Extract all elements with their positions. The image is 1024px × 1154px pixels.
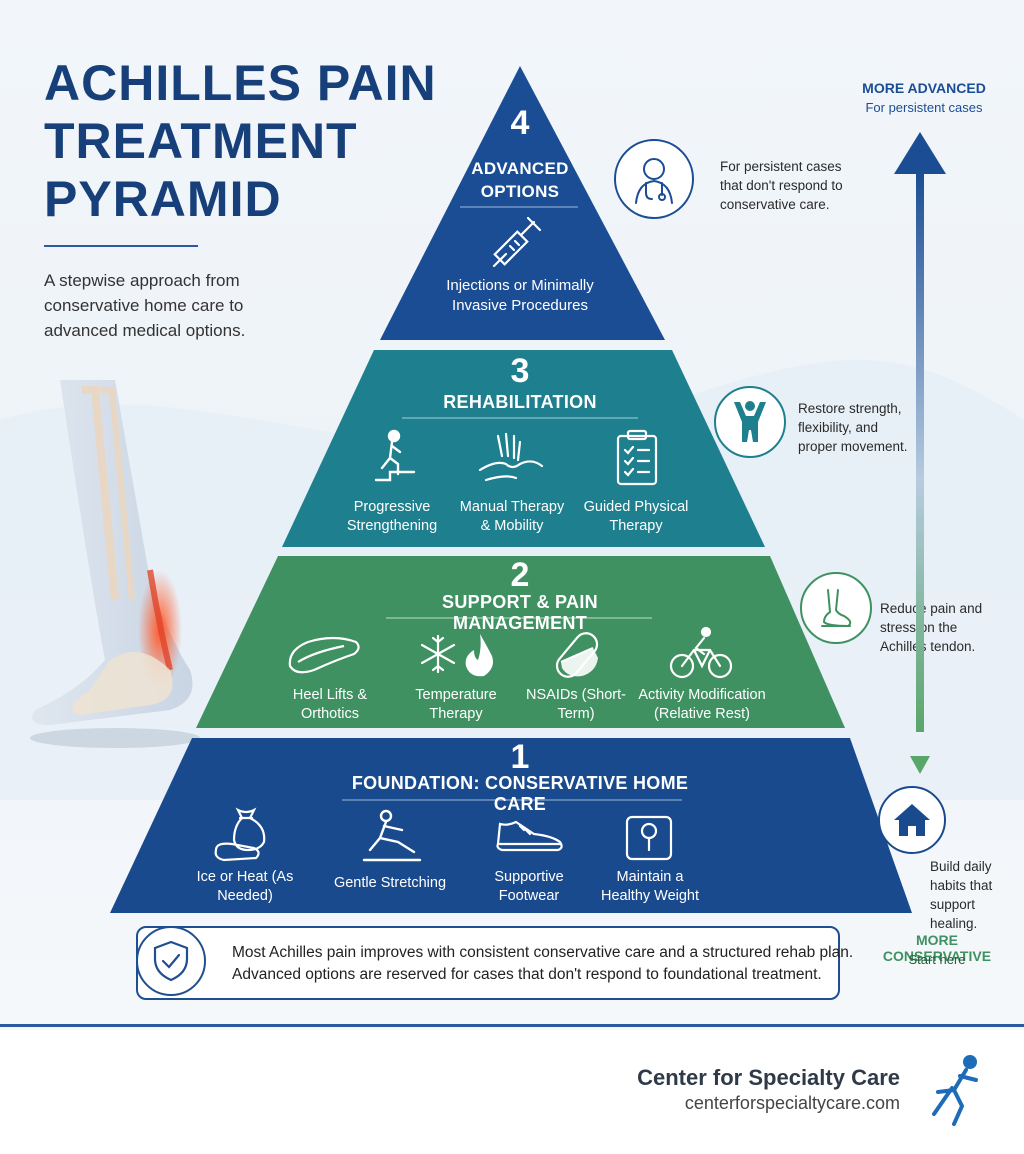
title-line-3: PYRAMID: [44, 171, 282, 227]
more-conservative-label: MORE CONSERVATIVE: [882, 932, 992, 964]
note-line-1: Most Achilles pain improves with consist…: [232, 944, 854, 961]
tier-2-shape: [196, 556, 845, 728]
person-arms-up-icon: [714, 386, 786, 458]
more-advanced-label: MORE ADVANCED: [862, 80, 986, 96]
more-conservative-sub: Start here: [908, 952, 966, 967]
tier-1-item-1-label: Ice or Heat (As Needed): [196, 869, 294, 904]
tier-2-number: 2: [510, 556, 530, 594]
shield-check-icon: [136, 926, 206, 996]
tier-2-item-3-label: NSAIDs (Short-Term): [526, 687, 626, 722]
pill-icon: [555, 632, 599, 678]
tier-2-item-2-label: Temperature Therapy: [415, 687, 497, 722]
note-box: Most Achilles pain improves with consist…: [136, 926, 853, 1000]
tier-2-heading: SUPPORT & PAIN MANAGEMENT: [442, 592, 598, 633]
insole-icon: [288, 636, 360, 674]
title-line-1: ACHILLES PAIN: [44, 55, 437, 111]
tier-2-item-4-label: Activity Modification (Relative Rest): [638, 687, 766, 722]
brand-name: Center for Specialty Care: [637, 1065, 900, 1090]
tier-3-item-1-label: Progressive Strengthening: [346, 499, 438, 534]
tier-1-number: 1: [510, 738, 530, 776]
tier-3-number: 3: [510, 352, 530, 390]
tier-3-item-3-label: Guided Physical Therapy: [583, 499, 689, 534]
footer-divider: [0, 1024, 1024, 1027]
tier-3-heading: REHABILITATION: [443, 392, 597, 412]
scale-icon: [625, 815, 673, 861]
ice-pack-icon: [214, 807, 266, 862]
step-up-icon: [374, 429, 416, 482]
leg-illustration: [30, 380, 200, 748]
progression-arrow: [894, 132, 946, 774]
doctor-icon: [614, 139, 694, 219]
syringe-icon: [492, 216, 542, 268]
tier-1-side-text: Build daily habits that support healing.: [930, 859, 993, 931]
house-icon: [878, 786, 946, 854]
foot-icon: [800, 572, 872, 644]
tier-1-shape: [110, 738, 912, 913]
stretching-icon: [362, 809, 422, 862]
more-advanced-sub: For persistent cases: [865, 100, 983, 115]
title-line-2: TREATMENT: [44, 113, 358, 169]
hands-icon: [478, 432, 544, 482]
subtitle: A stepwise approach from conservative ho…: [44, 271, 246, 340]
runner-logo-icon: [932, 1055, 978, 1126]
shoe-icon: [496, 820, 563, 852]
tier-4-side-text: For persistent cases that don't respond …: [720, 159, 843, 212]
snowflake-flame-icon: [420, 634, 493, 677]
tier-1-heading: FOUNDATION: CONSERVATIVE HOME CARE: [351, 773, 689, 814]
tier-4-shape: [380, 66, 665, 340]
brand-block: Center for Specialty Care centerforspeci…: [637, 1065, 900, 1114]
tier-4-number: 4: [510, 104, 530, 142]
note-line-2: Advanced options are reserved for cases …: [232, 966, 822, 983]
tier-4-item-label: Injections or Minimally Invasive Procedu…: [446, 277, 594, 314]
tier-1-item-4-label: Maintain a Healthy Weight: [600, 869, 700, 904]
cyclist-icon: [669, 626, 733, 679]
clipboard-icon: [616, 429, 658, 486]
tier-2-item-1-label: Heel Lifts & Orthotics: [292, 687, 368, 722]
brand-url[interactable]: centerforspecialtycare.com: [684, 1093, 900, 1113]
title-rule: [44, 245, 198, 247]
tier-1-item-3-label: Supportive Footwear: [494, 869, 564, 904]
tier-4-heading: ADVANCED OPTIONS: [471, 159, 569, 201]
tier-1-item-2-label: Gentle Stretching: [333, 875, 447, 891]
tier-3-item-2-label: Manual Therapy & Mobility: [459, 499, 565, 534]
tier-3-side-text: Restore strength, flexibility, and prope…: [798, 401, 908, 454]
tier-3-shape: [282, 350, 765, 547]
